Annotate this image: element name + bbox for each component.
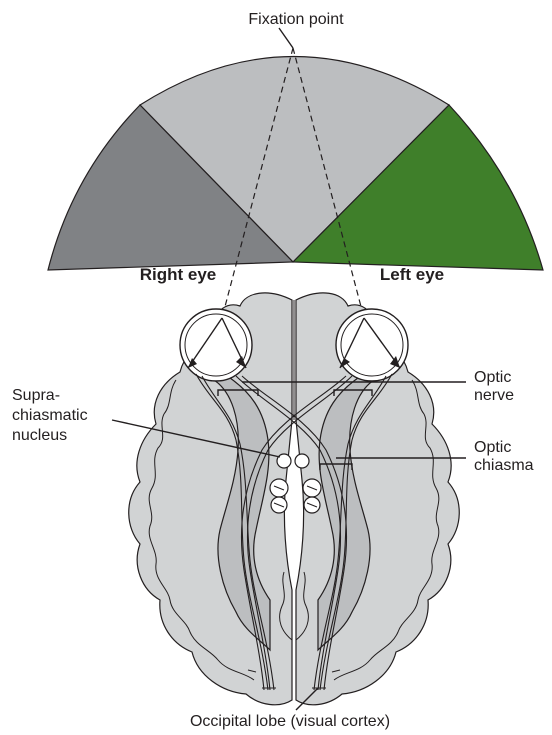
scn-label-2: chiasmatic bbox=[12, 407, 88, 424]
fixation-point-label: Fixation point bbox=[248, 11, 344, 28]
optic-nerve-label-2: nerve bbox=[474, 387, 514, 404]
optic-chiasma-label-2: chiasma bbox=[474, 457, 534, 474]
right-eyeball bbox=[180, 309, 252, 381]
occipital-lobe-label: Occipital lobe (visual cortex) bbox=[190, 713, 390, 730]
visual-field bbox=[48, 48, 543, 318]
left-eyeball bbox=[336, 309, 408, 381]
right-eye-label: Right eye bbox=[140, 265, 217, 284]
brain bbox=[129, 293, 460, 705]
fixation-point-leader bbox=[279, 28, 293, 48]
left-eye-label: Left eye bbox=[380, 265, 444, 284]
optic-nerve-label-1: Optic bbox=[474, 369, 511, 386]
scn-label-1: Supra- bbox=[12, 387, 60, 404]
scn-label-3: nucleus bbox=[12, 427, 67, 444]
suprachiasmatic-nucleus-left bbox=[295, 454, 309, 468]
optic-chiasma-label-1: Optic bbox=[474, 439, 511, 456]
